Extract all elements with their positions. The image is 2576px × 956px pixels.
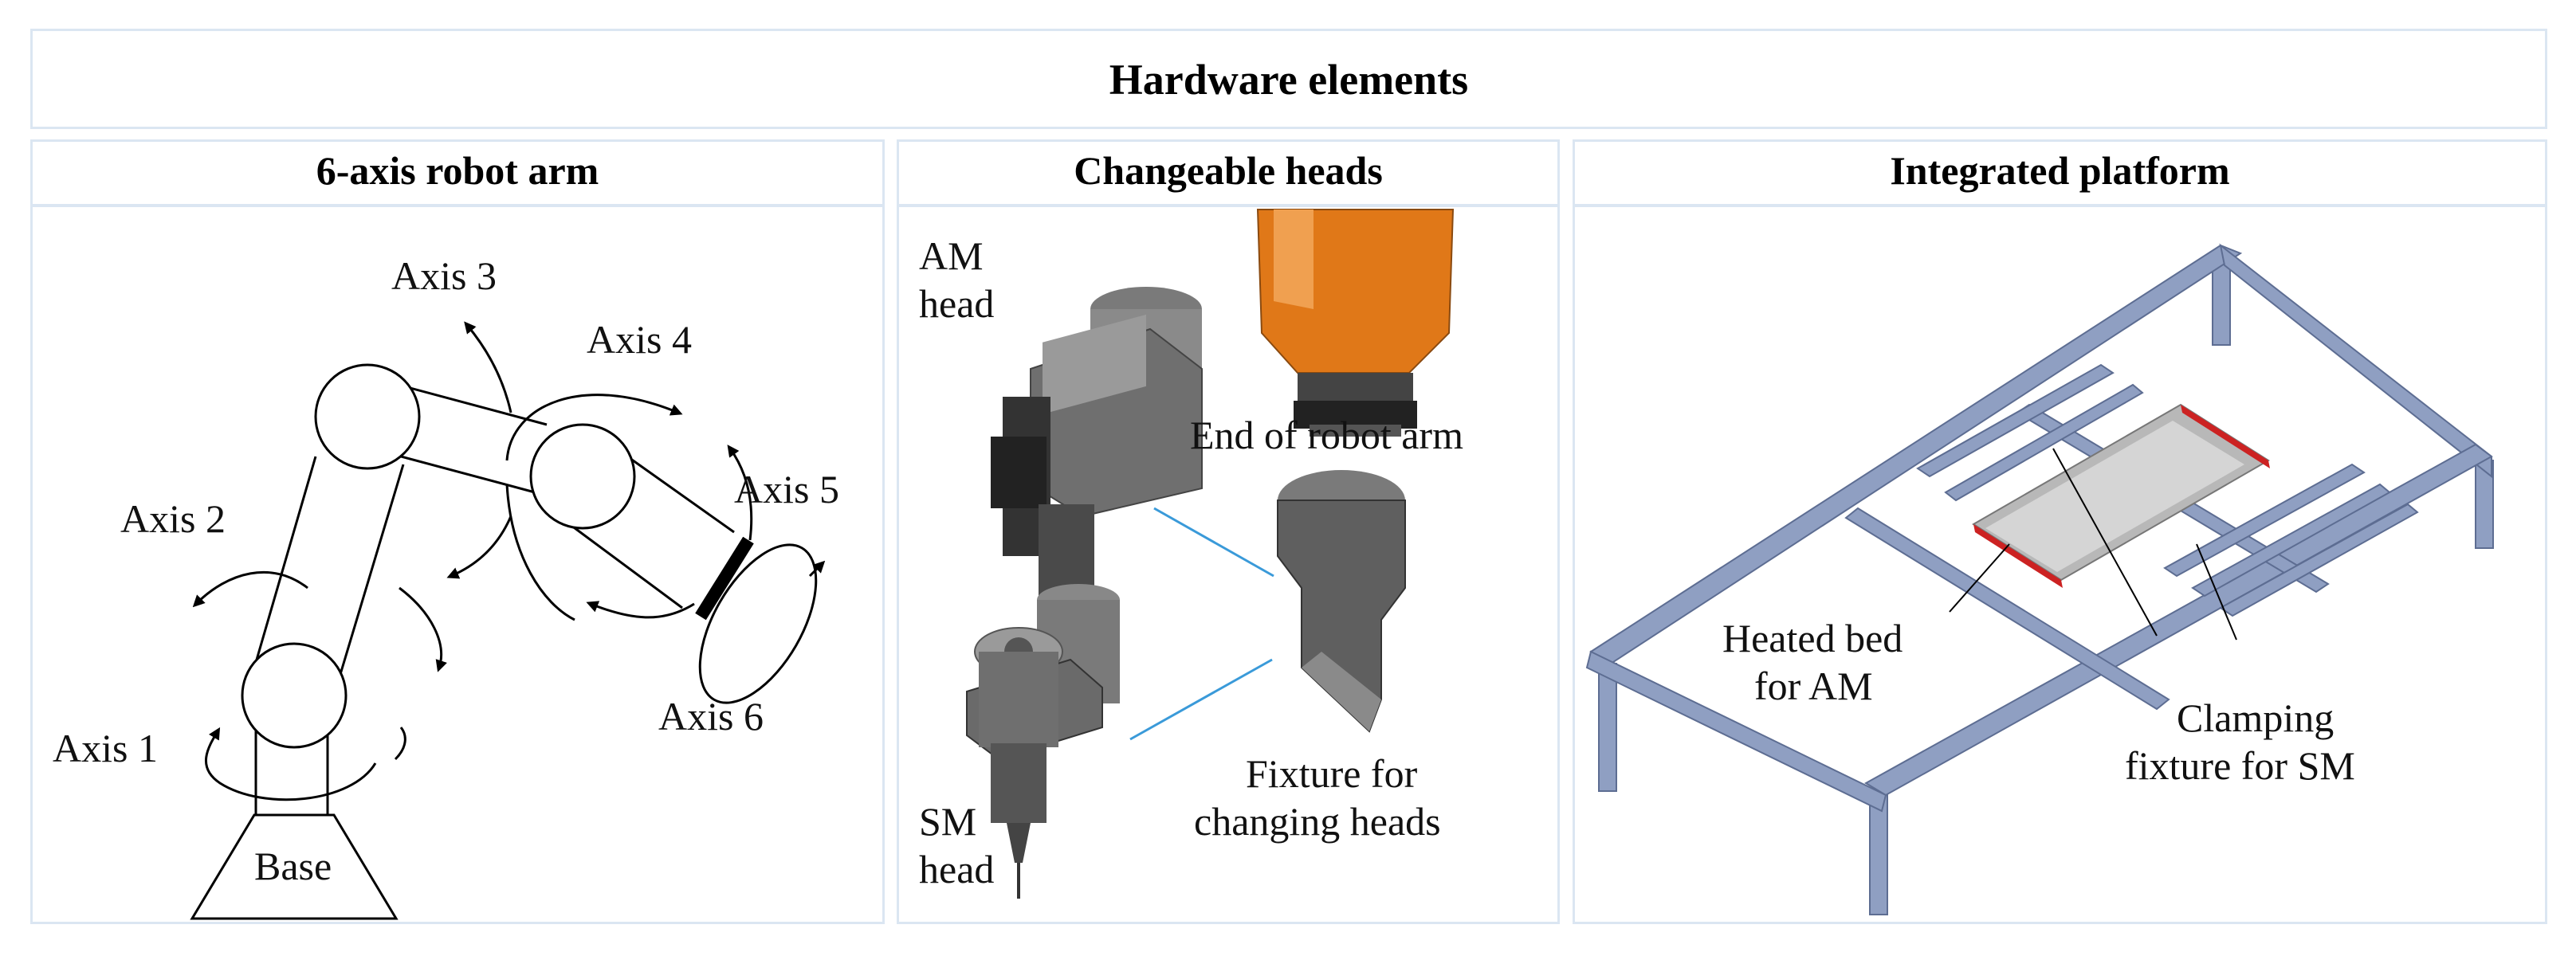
- label-am-head-2: head: [919, 281, 994, 326]
- joint-2: [314, 363, 421, 470]
- axis1-arrow: [205, 727, 377, 801]
- bed-assembly: [1972, 403, 2270, 588]
- am-head: [991, 287, 1203, 620]
- panel-integrated-platform: Integrated platform: [1573, 139, 2547, 924]
- base-shape: [190, 813, 399, 920]
- label-heated-bed-2: for AM: [1754, 664, 1873, 708]
- sm-head: [966, 584, 1120, 899]
- panel-robot-arm: 6-axis robot arm Base: [30, 139, 885, 924]
- panel-title-robot-arm: 6-axis robot arm: [33, 142, 882, 207]
- axis4-arrow-b: [505, 484, 575, 621]
- label-end-of-arm: End of robot arm: [1190, 413, 1463, 457]
- label-clamping-2: fixture for SM: [2125, 743, 2355, 788]
- fixture: [1277, 470, 1406, 733]
- clamping-leader: [2052, 448, 2158, 637]
- platform-frame: [1585, 243, 2494, 915]
- label-base: Base: [254, 844, 332, 888]
- clamping-leader-2: [2196, 543, 2237, 641]
- am-to-fixture-line: [1153, 507, 1274, 578]
- robot-arm-diagram: Base Axis 3 Axis 4 Axis: [53, 253, 839, 920]
- panel-title-integrated-platform: Integrated platform: [1575, 142, 2545, 207]
- heads-diagram: AM head End of robot arm Fixture for cha…: [919, 209, 1463, 899]
- axis3-arrow-b: [446, 515, 512, 579]
- label-sm-head-1: SM: [919, 799, 976, 844]
- label-sm-head-2: head: [919, 847, 994, 891]
- joint-1: [241, 642, 348, 749]
- label-axis1: Axis 1: [53, 726, 158, 770]
- axis5-arrow: [727, 445, 753, 541]
- axis3-arrow: [464, 321, 512, 413]
- label-axis4: Axis 4: [587, 317, 692, 362]
- panel-title-changeable-heads: Changeable heads: [899, 142, 1557, 207]
- axis4-arrow: [505, 394, 683, 461]
- upper-arm-link: [246, 456, 405, 704]
- label-heated-bed-1: Heated bed: [1722, 616, 1903, 660]
- axis6-ellipse: [698, 543, 818, 704]
- label-fixture-1: Fixture for: [1246, 751, 1418, 796]
- page-title: Hardware elements: [1109, 56, 1469, 104]
- heated-bed-leader: [1949, 543, 2010, 613]
- axis2-arrow-b: [399, 586, 447, 672]
- sm-to-fixture-line: [1129, 658, 1273, 741]
- label-axis5: Axis 5: [734, 467, 839, 511]
- panel-changeable-heads: Changeable heads: [897, 139, 1560, 924]
- axis2-arrow: [192, 570, 308, 608]
- end-flange: [695, 536, 754, 621]
- label-fixture-2: changing heads: [1194, 799, 1441, 844]
- label-am-head-1: AM: [919, 233, 984, 278]
- joint-3: [529, 423, 636, 530]
- axis1-arrow-tail: [394, 727, 406, 761]
- platform-diagram: Heated bed for AM Clamping fixture for S…: [1585, 243, 2494, 915]
- axis6-arrow: [808, 560, 826, 578]
- label-axis2: Axis 2: [120, 496, 226, 541]
- axis5-arrow-b: [586, 601, 695, 619]
- label-clamping-1: Clamping: [2177, 695, 2334, 740]
- robot-arm-end: [1256, 209, 1455, 437]
- header-box: Hardware elements: [30, 29, 2547, 129]
- label-axis6: Axis 6: [658, 694, 764, 739]
- label-axis3: Axis 3: [391, 253, 497, 298]
